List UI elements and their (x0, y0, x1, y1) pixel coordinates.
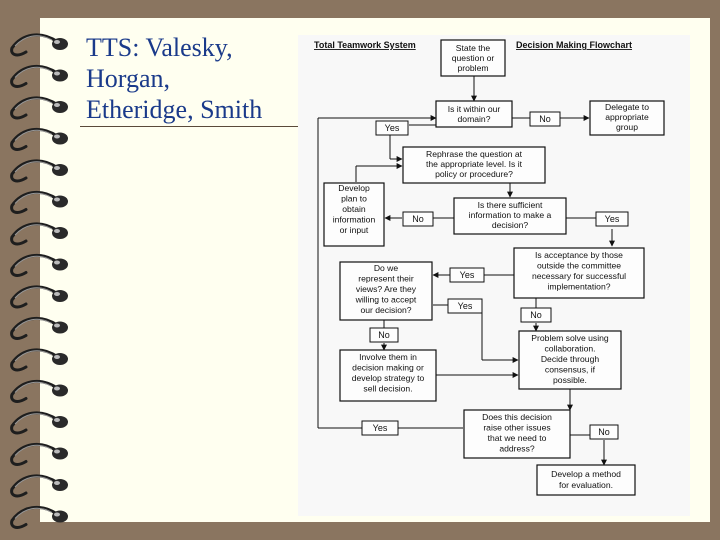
binding-ring-icon (10, 253, 68, 277)
slide-title: TTS: Valesky, Horgan, Etheridge, Smith (86, 32, 296, 125)
node-state-line: State the (456, 43, 491, 53)
title-line-1: TTS: Valesky, (86, 33, 233, 62)
title-line-3: Etheridge, Smith (86, 95, 263, 124)
node-develop-plan-line: or input (340, 225, 369, 235)
node-rephrase-line: the appropriate level. Is it (426, 159, 523, 169)
node-problem-solve-line: collaboration. (544, 344, 595, 354)
node-involve-line: Involve them in (359, 352, 417, 362)
label-domain-yes: Yes (385, 123, 400, 133)
node-acceptance-line: outside the committee (537, 261, 621, 271)
node-problem-solve-line: Decide through (541, 354, 600, 364)
binding-ring-icon (10, 316, 68, 340)
node-raise-line: raise other issues (483, 423, 550, 433)
binding-ring-icon (10, 222, 68, 246)
binding-ring-icon (10, 411, 68, 435)
node-delegate-line: Delegate to (605, 102, 649, 112)
title-line-2: Horgan, (86, 64, 171, 93)
node-method-line: Develop a method (551, 469, 621, 479)
binding-ring-icon (10, 64, 68, 88)
binding-ring-icon (10, 379, 68, 403)
spiral-binding-icon (10, 33, 68, 529)
binding-ring-icon (10, 474, 68, 498)
flowchart-connectors (317, 76, 615, 466)
node-delegate-line: appropriate (605, 112, 649, 122)
node-domain-line: domain? (458, 114, 491, 124)
node-raise-line: address? (499, 444, 535, 454)
node-develop-plan-line: Develop (338, 183, 370, 193)
node-sufficient-line: Is there sufficient (478, 200, 543, 210)
node-sufficient-line: decision? (492, 220, 529, 230)
label-domain-no: No (539, 114, 551, 124)
label-sufficient-yes: Yes (605, 214, 620, 224)
node-involve-line: decision making or (352, 363, 424, 373)
node-involve-line: sell decision. (363, 384, 412, 394)
node-state-line: problem (457, 63, 488, 73)
node-problem-solve-line: possible. (553, 375, 587, 385)
node-rephrase-line: Rephrase the question at (426, 149, 523, 159)
node-problem-solve-line: consensus, if (545, 365, 596, 375)
binding-ring-icon (10, 159, 68, 183)
flowchart-header-left: Total Teamwork System (314, 40, 416, 50)
node-rephrase-line: policy or procedure? (435, 169, 513, 179)
label-raise-yes: Yes (373, 423, 388, 433)
node-acceptance-line: necessary for successful (532, 271, 626, 281)
node-raise-line: Does this decision (482, 412, 552, 422)
decision-flowchart: Total Teamwork System Decision Making Fl… (314, 39, 665, 496)
node-represent-line: willing to accept (355, 295, 417, 305)
node-delegate-line: group (616, 122, 638, 132)
node-represent-line: Do we (374, 263, 399, 273)
node-method-line: for evaluation. (559, 480, 613, 490)
node-state-line: question or (452, 53, 495, 63)
binding-ring-icon (10, 442, 68, 466)
flowchart-label-boxes (361, 111, 629, 440)
node-domain-line: Is it within our (448, 104, 501, 114)
node-raise-line: that we need to (488, 433, 547, 443)
binding-ring-icon (10, 33, 68, 57)
node-develop-plan-line: information (333, 215, 376, 225)
label-raise-no: No (598, 427, 610, 437)
flowchart-boxes (323, 39, 665, 496)
node-represent-line: represent their (358, 274, 414, 284)
node-acceptance-line: implementation? (547, 282, 610, 292)
node-represent-line: views? Are they (356, 284, 417, 294)
binding-ring-icon (10, 127, 68, 151)
label-sufficient-no: No (412, 214, 424, 224)
binding-ring-icon (10, 285, 68, 309)
flowchart-labels: Yes No No Yes Yes Yes No No Yes No (373, 114, 620, 437)
binding-ring-icon (10, 190, 68, 214)
label-represent-no: No (378, 330, 390, 340)
label-acceptance-yes: Yes (460, 270, 475, 280)
node-acceptance-line: Is acceptance by those (535, 250, 623, 260)
label-represent-yes: Yes (458, 301, 473, 311)
node-develop-plan-line: obtain (342, 204, 366, 214)
flowchart-header-right: Decision Making Flowchart (516, 40, 632, 50)
node-problem-solve-line: Problem solve using (531, 333, 609, 343)
node-involve-line: develop strategy to (352, 373, 425, 383)
binding-ring-icon (10, 96, 68, 120)
node-develop-plan-line: plan to (341, 194, 367, 204)
binding-ring-icon (10, 348, 68, 372)
node-represent-line: our decision? (360, 305, 411, 315)
node-sufficient-line: information to make a (469, 210, 552, 220)
label-acceptance-no: No (530, 310, 542, 320)
binding-ring-icon (10, 505, 68, 529)
